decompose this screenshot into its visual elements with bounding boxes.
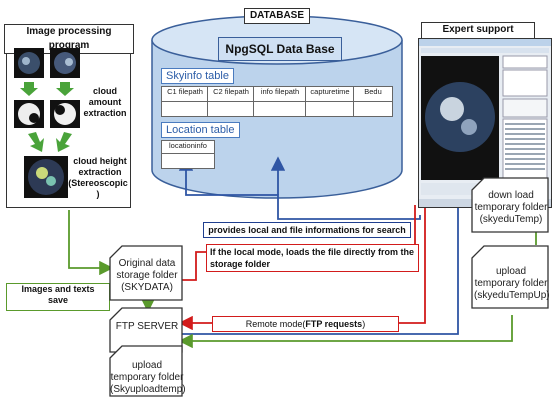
cloud-amount-label: cloud amount extraction	[83, 86, 127, 118]
cloud-height-label-3: (Stereoscopic )	[68, 178, 128, 199]
upload-temp-line-2: temporary folder	[110, 372, 184, 383]
skyinfo-cell	[353, 101, 393, 117]
skyinfo-col: C2 filepath	[207, 86, 255, 102]
skyinfo-table: C1 filepath C2 filepath info filepath ca…	[161, 86, 393, 117]
images-texts-line-1: Images and texts	[21, 284, 95, 294]
skyinfo-col: info filepath	[253, 86, 307, 102]
local-mode-line-1: If the local mode, loads the file direct…	[210, 247, 415, 257]
down-arrow-icon	[20, 82, 38, 96]
download-temp-line-2: temporary folder	[474, 202, 548, 213]
remote-mode-suffix: )	[362, 319, 366, 329]
expert-app-screenshot	[418, 38, 552, 208]
upload-temp-folder: upload temporary folder (Skyuploadtemp)	[110, 360, 186, 396]
skyinfo-table-label: Skyinfo table	[161, 68, 234, 84]
images-texts-save-note: Images and texts save	[6, 283, 110, 311]
expert-upload-temp-folder: upload temporary folder (skyeduTempUp)	[474, 266, 550, 302]
cloud-height-label-2: extraction	[78, 167, 122, 177]
skyinfo-col: Bedu	[353, 86, 393, 102]
download-temp-folder: down load temporary folder (skyeduTemp)	[474, 190, 548, 226]
down-arrow-icon	[56, 82, 74, 96]
provides-info-label: provides local and file informations for…	[203, 222, 411, 238]
expert-upload-line-3: (skyeduTempUp)	[474, 290, 550, 301]
skyinfo-col: C1 filepath	[161, 86, 209, 102]
expert-upload-line-1: upload	[495, 266, 527, 277]
db-name-label: NpgSQL Data Base	[218, 37, 342, 61]
upload-temp-line-1: upload	[131, 360, 163, 371]
cloud-height-label-1: cloud height	[73, 156, 127, 166]
download-temp-line-3: (skyeduTemp)	[479, 214, 543, 225]
images-texts-line-2: save	[47, 295, 69, 305]
cloud-mask-images	[14, 100, 80, 128]
diagonal-arrow-icon	[28, 132, 44, 152]
skyinfo-col: capturetime	[305, 86, 355, 102]
expert-upload-to-ftp-arrow	[178, 315, 513, 349]
local-mode-line-2: storage folder	[210, 259, 271, 269]
original-storage-line-2: storage folder	[116, 270, 178, 281]
diagonal-arrow-icon	[56, 132, 72, 152]
original-storage-folder: Original data storage folder (SKYDATA)	[112, 258, 182, 294]
original-storage-line-1: Original data	[118, 258, 176, 269]
provides-info-arrow	[178, 156, 421, 220]
location-col: locationinfo	[161, 140, 215, 154]
remote-mode-bold: FTP requests	[305, 319, 363, 329]
local-mode-arrow	[164, 205, 416, 288]
location-table-label: Location table	[161, 122, 240, 138]
original-storage-line-3: (SKYDATA)	[121, 282, 173, 293]
download-temp-line-1: down load	[488, 190, 534, 201]
raw-sky-images	[14, 48, 80, 78]
database-title: DATABASE	[244, 8, 310, 24]
processing-illustration	[14, 48, 80, 198]
expert-upload-line-2: temporary folder	[474, 278, 548, 289]
location-cell	[161, 153, 215, 169]
upload-temp-line-3: (Skyuploadtemp)	[110, 384, 186, 395]
expert-app-illustration	[419, 39, 551, 207]
skyinfo-cell	[253, 101, 307, 117]
remote-mode-note: Remote mode(FTP requests)	[212, 316, 399, 332]
skyinfo-cell	[207, 101, 255, 117]
save-arrow	[68, 210, 114, 276]
skyinfo-cell	[305, 101, 355, 117]
remote-mode-prefix: Remote mode(	[245, 319, 306, 329]
ftp-server: FTP SERVER	[115, 321, 179, 332]
cloud-height-image	[24, 156, 68, 198]
skyinfo-cell	[161, 101, 209, 117]
local-mode-note: If the local mode, loads the file direct…	[206, 244, 419, 272]
